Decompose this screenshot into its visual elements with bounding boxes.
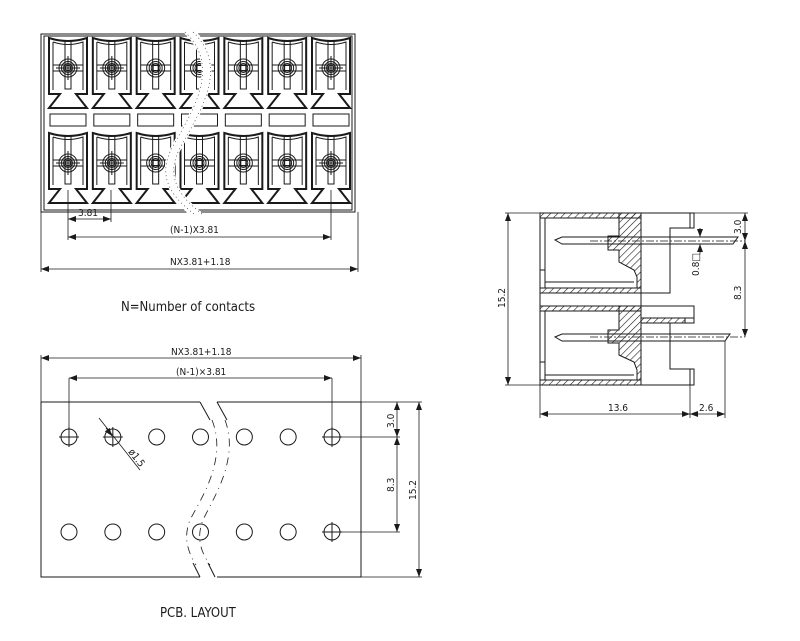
pcb-hole bbox=[279, 428, 297, 446]
housing-outline bbox=[40, 33, 356, 213]
terminal-cells bbox=[46, 36, 353, 204]
pcb-hole bbox=[192, 523, 209, 541]
pcb-hole bbox=[279, 523, 297, 541]
terminal-cell bbox=[266, 36, 309, 109]
terminal-cell bbox=[134, 36, 177, 109]
separator-slot bbox=[93, 113, 131, 127]
pcb-layout: NX3.81+1.18 (N-1)×3.81 ø1.5 3.0 8.3 15.2 bbox=[40, 347, 422, 578]
side-depth-label: 13.6 bbox=[608, 403, 628, 414]
pitch-label: 3.81 bbox=[78, 208, 98, 219]
terminal-cell bbox=[46, 131, 90, 204]
pcb-hole bbox=[104, 523, 122, 541]
pin-upper bbox=[553, 236, 739, 245]
pcb-hole bbox=[102, 427, 123, 447]
separator-slot bbox=[312, 113, 350, 127]
pin-lower bbox=[553, 333, 731, 342]
pcb-hole bbox=[148, 523, 166, 541]
terminal-cell bbox=[222, 36, 265, 109]
side-height-label: 15.2 bbox=[497, 288, 508, 308]
terminal-cell bbox=[46, 36, 90, 109]
terminal-cell bbox=[178, 131, 221, 204]
housing-inner-outline bbox=[43, 35, 353, 211]
pitch-span-label: (N-1)X3.81 bbox=[170, 225, 219, 236]
separator-slot bbox=[268, 113, 306, 127]
hole-diameter-label: ø1.5 bbox=[126, 447, 147, 469]
side-top-offset-label: 3.0 bbox=[733, 219, 744, 234]
pcb-pitch-span-label: (N-1)×3.81 bbox=[176, 367, 226, 378]
terminal-cell bbox=[134, 131, 177, 204]
pcb-top-offset-label: 3.0 bbox=[386, 413, 397, 428]
pcb-layout-title: PCB. LAYOUT bbox=[160, 606, 237, 621]
terminal-cell bbox=[90, 36, 133, 109]
terminal-cell bbox=[266, 131, 309, 204]
pcb-hole bbox=[235, 428, 253, 446]
side-view: 15.2 3.0 8.3 0.8□ 13.6 2.6 bbox=[497, 212, 748, 418]
break-line bbox=[164, 26, 212, 220]
pcb-hole bbox=[322, 522, 342, 542]
pcb-hole bbox=[148, 428, 166, 446]
pcb-hole bbox=[192, 428, 209, 446]
separator-slot bbox=[137, 113, 175, 127]
pcb-holes bbox=[59, 427, 342, 542]
side-row-spacing-label: 8.3 bbox=[733, 286, 744, 300]
pcb-hole bbox=[235, 523, 253, 541]
pcb-row-spacing-label: 8.3 bbox=[386, 478, 397, 492]
pcb-overall-length-label: NX3.81+1.18 bbox=[171, 347, 232, 358]
terminal-cell bbox=[222, 131, 265, 204]
top-view: 3.81 (N-1)X3.81 NX3.81+1.18 bbox=[40, 26, 359, 272]
terminal-cell bbox=[309, 36, 353, 109]
pcb-hole bbox=[60, 523, 78, 541]
terminal-cell bbox=[90, 131, 133, 204]
side-pin-protrusion-label: 2.6 bbox=[699, 403, 714, 414]
pcb-height-label: 15.2 bbox=[408, 480, 419, 500]
separator-slot bbox=[224, 113, 262, 127]
terminal-cell bbox=[309, 131, 353, 204]
contacts-note: N=Number of contacts bbox=[121, 300, 255, 315]
pin-size-label: 0.8□ bbox=[691, 253, 702, 276]
overall-length-label: NX3.81+1.18 bbox=[170, 257, 231, 268]
separator-slot bbox=[49, 113, 87, 127]
